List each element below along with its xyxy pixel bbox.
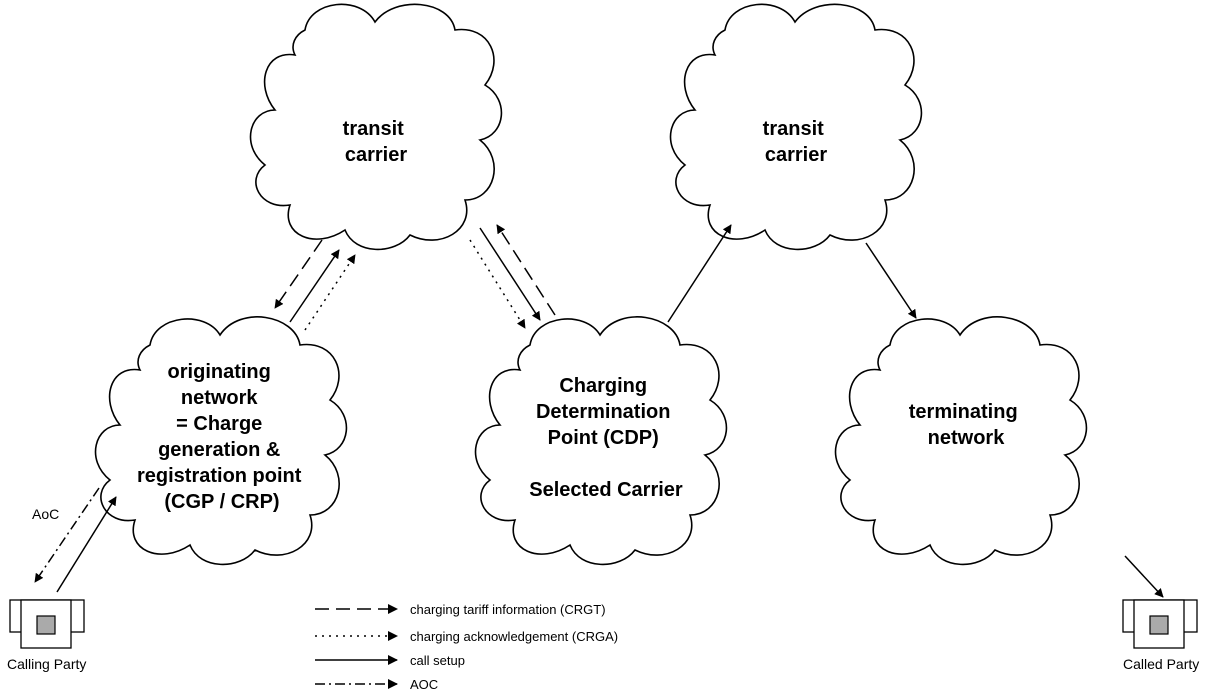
call-setup-arrow-transit-2-to-terminating	[865, 242, 917, 319]
calling-party-phone-icon	[9, 599, 85, 649]
call-setup-arrow-transit-to-cdp	[479, 227, 541, 321]
call-setup-arrow-calling-party-to-originating	[56, 496, 117, 593]
called-party-phone-icon	[1122, 599, 1198, 649]
transit-carrier-label-2: transit carrier	[763, 118, 830, 166]
calling-party-label: Calling Party	[7, 656, 86, 672]
call-setup-arrow-originating-to-transit	[289, 249, 340, 323]
crgt-arrow-transit-to-originating	[274, 239, 323, 309]
originating-network-cloud	[94, 316, 348, 566]
legend-label-aoc: AOC	[410, 677, 438, 692]
legend-label-call-setup: call setup	[410, 653, 465, 668]
crga-arrow-originating-to-transit	[304, 254, 356, 331]
aoc-label: AoC	[32, 506, 59, 522]
legend-label-crga: charging acknowledgement (CRGA)	[410, 629, 618, 644]
terminating-network-label: terminating network	[909, 401, 1023, 449]
terminating-network-cloud	[834, 316, 1088, 566]
legend: charging tariff information (CRGT) charg…	[315, 602, 618, 692]
crgt-arrow-cdp-to-transit	[496, 224, 556, 316]
aoc-arrow-originating-to-calling-party	[34, 487, 100, 583]
transit-carrier-label-1: transit carrier	[343, 118, 410, 166]
transit-carrier-cloud-1	[249, 3, 503, 251]
call-setup-arrow-terminating-to-called-party	[1124, 555, 1164, 598]
cdp-cloud	[474, 316, 728, 566]
cdp-label: Charging Determination Point (CDP) Selec…	[529, 375, 683, 501]
called-party-label: Called Party	[1123, 656, 1199, 672]
legend-label-crgt: charging tariff information (CRGT)	[410, 602, 606, 617]
originating-network-label: originating network = Charge generation …	[137, 361, 307, 513]
transit-carrier-cloud-2	[669, 3, 923, 251]
call-setup-arrow-cdp-to-transit-2	[667, 224, 732, 323]
